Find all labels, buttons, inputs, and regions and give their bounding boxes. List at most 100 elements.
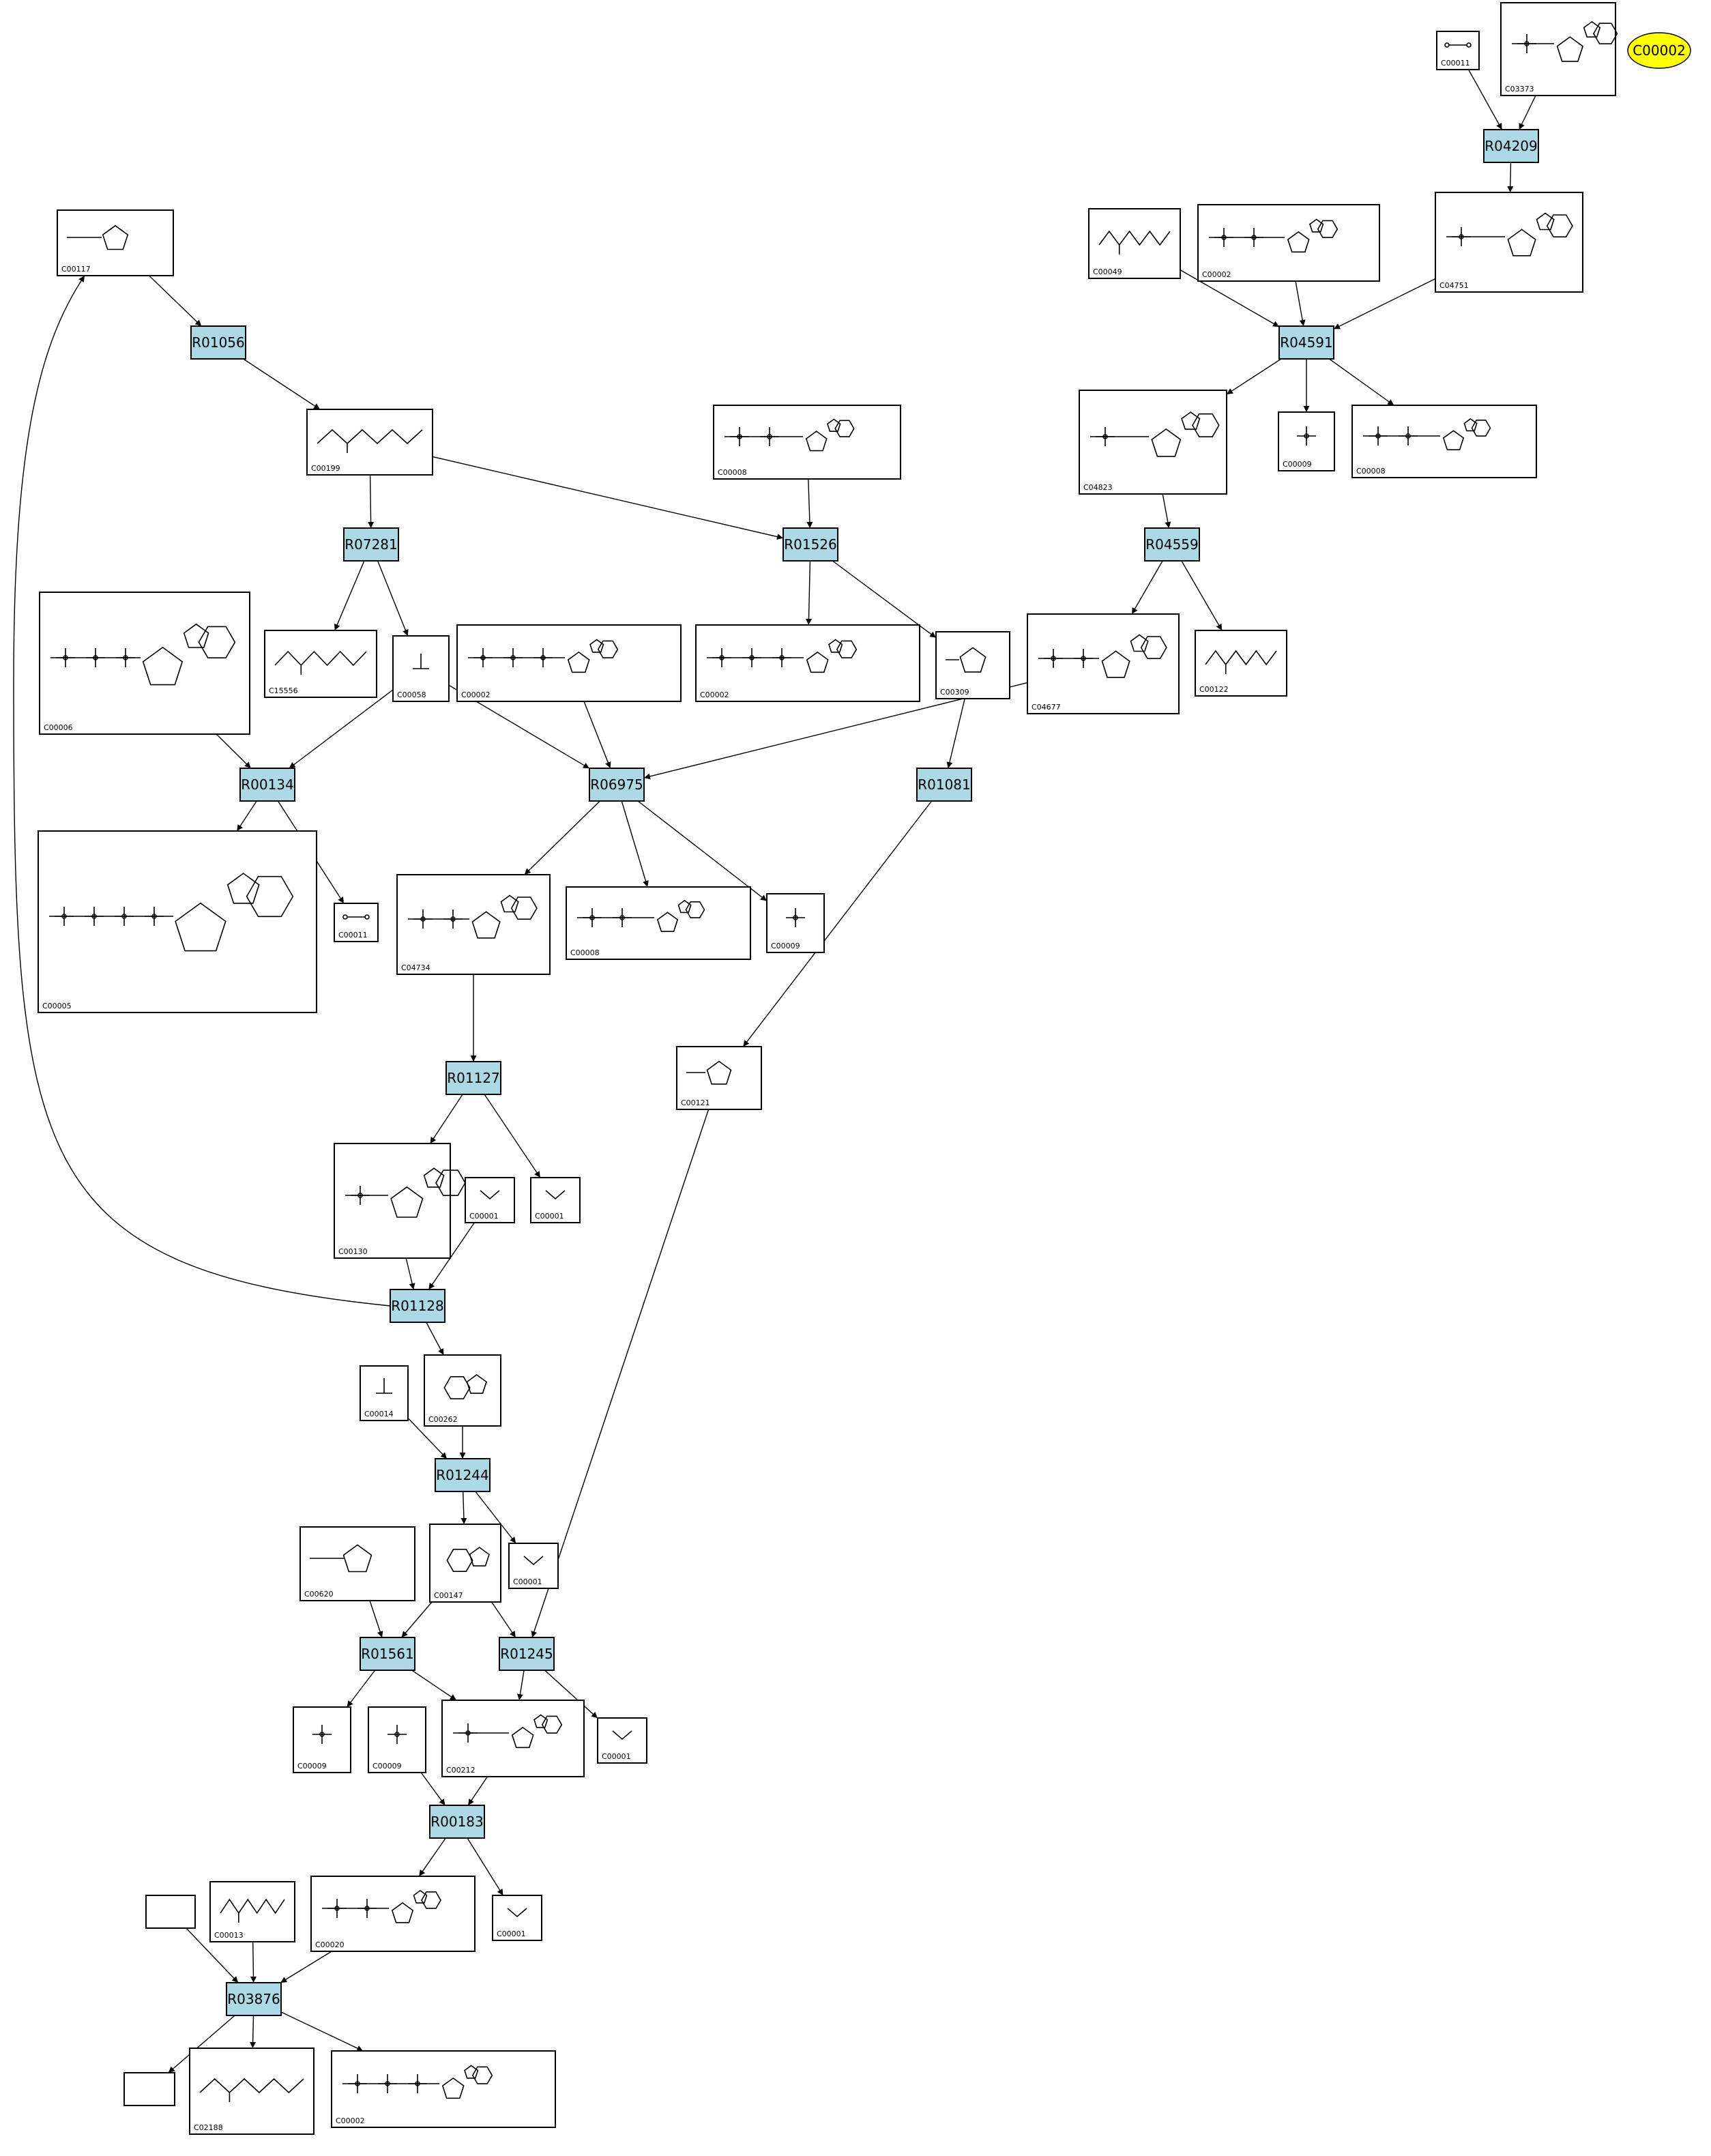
- compound-node-c00049[interactable]: C00049: [1088, 208, 1181, 279]
- reaction-node-r01056[interactable]: R01056: [190, 325, 246, 360]
- edge-c00212-to-r00183: [467, 1776, 488, 1806]
- compound-id-label: C00009: [1283, 460, 1312, 469]
- compound-node-c00001d[interactable]: C00001: [597, 1717, 647, 1764]
- compound-node-blank1[interactable]: [145, 1895, 196, 1929]
- compound-node-c00006[interactable]: C00006: [39, 592, 250, 735]
- edge-r00183-to-c00001e: [467, 1837, 503, 1896]
- nucleotide-structure-icon: [725, 418, 855, 452]
- compound-id-label: C00001: [602, 1752, 631, 1761]
- phosphate-structure-icon: [312, 1725, 332, 1744]
- reaction-node-r06975[interactable]: R06975: [589, 768, 645, 802]
- compound-node-c00309[interactable]: C00309: [935, 631, 1010, 699]
- compound-node-c00001e[interactable]: C00001: [492, 1895, 542, 1941]
- edge-c00130-to-r01128: [405, 1257, 415, 1290]
- compound-node-c00013[interactable]: C00013: [209, 1881, 295, 1942]
- reaction-node-r00134[interactable]: R00134: [239, 768, 295, 802]
- compound-node-c00122[interactable]: C00122: [1195, 630, 1287, 697]
- compound-node-c00001a[interactable]: C00001: [465, 1177, 515, 1223]
- compound-node-c00212[interactable]: C00212: [441, 1700, 585, 1777]
- edge-c00008b-to-r01526: [806, 478, 813, 529]
- reaction-label: R00183: [430, 1813, 484, 1830]
- compound-id-label: C00009: [372, 1762, 402, 1771]
- edge-r01245-to-c00001d: [544, 1670, 598, 1719]
- compound-node-c00011a[interactable]: C00011: [1436, 31, 1480, 70]
- compound-id-label: C00020: [315, 1940, 345, 1949]
- compound-node-c04677[interactable]: C04677: [1027, 613, 1180, 714]
- compound-node-c00620[interactable]: C00620: [299, 1526, 415, 1601]
- reaction-node-r01561[interactable]: R01561: [360, 1637, 415, 1671]
- compound-node-c00001b[interactable]: C00001: [530, 1177, 581, 1223]
- reaction-node-r07281[interactable]: R07281: [343, 527, 399, 562]
- reaction-node-r00183[interactable]: R00183: [429, 1805, 485, 1839]
- water-structure-icon: [523, 1556, 544, 1566]
- compound-node-c00147[interactable]: C00147: [429, 1524, 501, 1603]
- edge-r00183-to-c00020: [418, 1837, 446, 1877]
- nucleotide-structure-icon: [1209, 218, 1339, 253]
- reaction-label: R01561: [361, 1646, 414, 1662]
- compound-node-c00002c[interactable]: C00002: [695, 624, 920, 702]
- compound-node-c00199[interactable]: C00199: [306, 409, 433, 476]
- reaction-node-r03876[interactable]: R03876: [226, 1982, 282, 2016]
- edge-r03876-to-c00002d: [280, 2011, 364, 2052]
- compound-node-c04823[interactable]: C04823: [1079, 390, 1227, 495]
- compound-id-label: C00002: [700, 690, 729, 699]
- edge-c00002a-to-r04591: [1295, 280, 1306, 327]
- reaction-label: R01244: [436, 1467, 489, 1483]
- reaction-node-r01526[interactable]: R01526: [783, 527, 838, 562]
- compound-node-c15556[interactable]: C15556: [264, 630, 377, 698]
- compound-node-c00002b[interactable]: C00002: [456, 624, 682, 702]
- highlight-node[interactable]: C00002: [1627, 32, 1691, 69]
- compound-node-c02188[interactable]: C02188: [189, 2048, 315, 2135]
- compound-node-c00002d[interactable]: C00002: [331, 2050, 556, 2128]
- reaction-label: R07281: [345, 536, 398, 553]
- edge-r07281-to-c00058: [377, 560, 409, 637]
- compound-node-c00130[interactable]: C00130: [334, 1143, 466, 1259]
- compound-node-c00008c[interactable]: C00008: [566, 886, 751, 960]
- edge-c04823-to-r04559: [1162, 493, 1171, 529]
- compound-node-c00002a[interactable]: C00002: [1197, 204, 1380, 282]
- water-structure-icon: [612, 1730, 632, 1740]
- compound-node-c00001c[interactable]: C00001: [508, 1543, 559, 1589]
- nucleotide-structure-icon: [468, 639, 619, 673]
- compound-node-c00121[interactable]: C00121: [676, 1046, 762, 1110]
- edge-c00011a-to-r04209: [1467, 69, 1503, 130]
- edge-c04751-to-r04591: [1333, 278, 1436, 330]
- reaction-node-r01128[interactable]: R01128: [390, 1289, 445, 1323]
- reaction-node-r01127[interactable]: R01127: [445, 1061, 501, 1095]
- compound-node-c00009b[interactable]: C00009: [766, 893, 825, 953]
- compound-node-c00117[interactable]: C00117: [57, 209, 174, 276]
- compound-node-c00020[interactable]: C00020: [310, 1876, 476, 1952]
- reaction-node-r04591[interactable]: R04591: [1278, 325, 1334, 360]
- compound-node-c00009c[interactable]: C00009: [293, 1706, 351, 1773]
- edge-r01056-to-c00199: [243, 358, 321, 410]
- compound-node-c00009a[interactable]: C00009: [1278, 411, 1335, 471]
- chain-structure-icon: [1098, 230, 1171, 254]
- compound-node-c03373[interactable]: C03373: [1500, 2, 1618, 96]
- reaction-node-r04559[interactable]: R04559: [1144, 527, 1200, 562]
- compound-node-c00262[interactable]: C00262: [424, 1354, 501, 1427]
- compound-node-c00008b[interactable]: C00008: [713, 405, 901, 480]
- compound-node-c00014[interactable]: C00014: [360, 1365, 409, 1421]
- compound-node-c00008a[interactable]: C00008: [1351, 405, 1537, 478]
- compound-node-c04734[interactable]: C04734: [396, 874, 551, 975]
- reaction-node-r01245[interactable]: R01245: [499, 1637, 555, 1671]
- compound-id-label: C04823: [1083, 483, 1113, 492]
- compound-node-c00058[interactable]: C00058: [392, 635, 450, 702]
- reaction-node-r01081[interactable]: R01081: [916, 768, 972, 802]
- compound-node-c00005[interactable]: C00005: [38, 830, 317, 1013]
- chain-structure-icon: [220, 1898, 285, 1923]
- reaction-node-r04209[interactable]: R04209: [1483, 129, 1539, 163]
- edge-c00147-to-r01561: [401, 1601, 433, 1638]
- edge-r01128-to-c00117: [13, 275, 391, 1307]
- compound-node-c00009d[interactable]: C00009: [368, 1706, 426, 1773]
- edge-c00199-to-r07281: [368, 474, 375, 529]
- compound-node-blank2[interactable]: [123, 2072, 175, 2106]
- compound-node-c04751[interactable]: C04751: [1435, 192, 1583, 293]
- co2-structure-icon: [342, 914, 370, 920]
- reaction-node-r01244[interactable]: R01244: [435, 1458, 491, 1492]
- compound-node-c00011b[interactable]: C00011: [334, 903, 379, 942]
- edge-r04591-to-c00008a: [1328, 358, 1394, 406]
- compound-id-label: C04734: [401, 963, 430, 972]
- nucleotide-structure-icon: [453, 1714, 563, 1749]
